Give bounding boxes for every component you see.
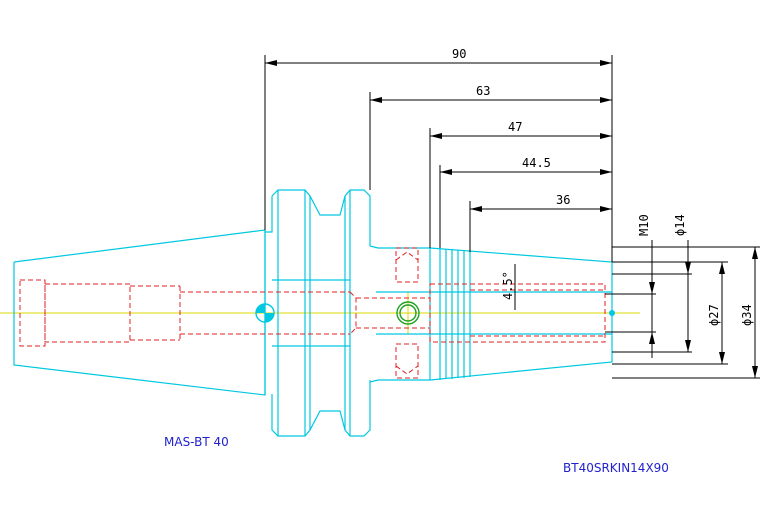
dim-44-5: 44.5 bbox=[522, 156, 551, 170]
dim-90: 90 bbox=[452, 47, 466, 61]
dim-angle: 4.5° bbox=[501, 271, 515, 300]
dim-63: 63 bbox=[476, 84, 490, 98]
standard-label: MAS-BT 40 bbox=[164, 435, 229, 449]
collet-body bbox=[369, 245, 613, 383]
nose-point bbox=[609, 310, 615, 316]
coolant-hole-outer bbox=[396, 301, 420, 325]
dim-dia-14: ϕ14 bbox=[673, 214, 687, 236]
dim-dia-34: ϕ34 bbox=[740, 304, 754, 326]
arrowheads bbox=[265, 60, 758, 378]
dim-47: 47 bbox=[508, 120, 522, 134]
part-number-label: BT40SRKIN14X90 bbox=[563, 461, 669, 475]
hidden-lines bbox=[19, 247, 606, 379]
center-mark-fill bbox=[256, 304, 265, 313]
coolant-hole-inner bbox=[399, 304, 417, 322]
dim-dia-27: ϕ27 bbox=[707, 304, 721, 326]
dimension-lines bbox=[264, 55, 760, 379]
dim-thread: M10 bbox=[637, 214, 651, 236]
dim-36: 36 bbox=[556, 193, 570, 207]
flange bbox=[265, 189, 371, 437]
